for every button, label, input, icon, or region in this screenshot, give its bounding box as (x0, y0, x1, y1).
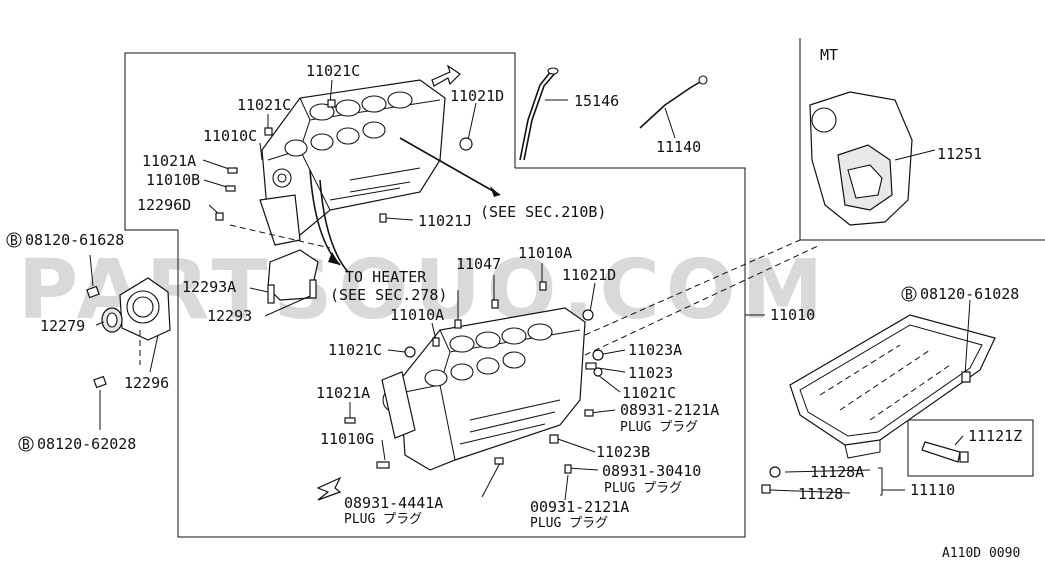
label-12293A: 12293A (182, 278, 236, 296)
drawing-code: A110D 0090 (942, 546, 1020, 561)
label-11010G: 11010G (320, 430, 374, 448)
label-12296D: 12296D (137, 196, 191, 214)
label-11010A-mid: 11010A (390, 306, 444, 324)
label-11021C-low: 11021C (328, 341, 382, 359)
label-plug-3: PLUG プラグ (344, 512, 422, 527)
label-08931-2121A: 08931-2121A (620, 401, 719, 419)
label-11010B: 11010B (146, 171, 200, 189)
dipstick-parts (519, 67, 708, 161)
label-11021C-right: 11021C (622, 384, 676, 402)
b-marker-2: B (905, 288, 913, 303)
label-see-sec-210b: (SEE SEC.210B) (480, 203, 606, 221)
b-circle-marker (6, 232, 22, 248)
label-11251: 11251 (937, 145, 982, 163)
label-08120-61028: 08120-61028 (920, 285, 1019, 303)
label-11023A: 11023A (628, 341, 682, 359)
b-marker-1: B (10, 234, 18, 249)
label-11021J: 11021J (418, 212, 472, 230)
label-mt: MT (820, 46, 838, 64)
label-11128: 11128 (798, 485, 843, 503)
mt-rear-plate (809, 91, 913, 226)
label-12293: 12293 (207, 307, 252, 325)
label-11021A-low: 11021A (316, 384, 370, 402)
label-11010: 11010 (770, 306, 815, 324)
lower-cylinder-block (381, 307, 586, 471)
rear-plate (267, 249, 319, 304)
label-11021C-top: 11021C (306, 62, 360, 80)
label-11047: 11047 (456, 255, 501, 273)
label-11110: 11110 (910, 481, 955, 499)
label-see-sec-278: (SEE SEC.278) (330, 286, 447, 304)
sealant-tube (921, 441, 969, 463)
oil-pan (789, 314, 996, 459)
label-11021A-top: 11021A (142, 152, 196, 170)
label-15146: 15146 (574, 92, 619, 110)
label-11021D-mid: 11021D (562, 266, 616, 284)
label-08120-61628: 08120-61628 (25, 231, 124, 249)
label-11128A: 11128A (810, 463, 864, 481)
label-11140: 11140 (656, 138, 701, 156)
label-12279: 12279 (40, 317, 85, 335)
label-plug-2: PLUG プラグ (604, 481, 682, 496)
label-11010C: 11010C (203, 127, 257, 145)
label-11021C-mid: 11021C (237, 96, 291, 114)
label-11121Z: 11121Z (968, 427, 1022, 445)
b-marker-3: B (22, 438, 30, 453)
label-11023B: 11023B (596, 443, 650, 461)
label-08931-30410: 08931-30410 (602, 462, 701, 480)
label-plug-4: PLUG プラグ (530, 516, 608, 531)
label-11010A-top: 11010A (518, 244, 572, 262)
label-11023: 11023 (628, 364, 673, 382)
b-circle-marker (18, 436, 34, 452)
label-11021D-top: 11021D (450, 87, 504, 105)
part-labels: 11021C 11021C 11021D 15146 11140 11251 M… (6, 46, 1022, 561)
label-12296: 12296 (124, 374, 169, 392)
upper-cylinder-block (259, 64, 461, 246)
label-08120-62028: 08120-62028 (37, 435, 136, 453)
label-00931-2121A: 00931-2121A (530, 498, 629, 516)
small-fasteners (215, 99, 971, 501)
label-to-heater: TO HEATER (345, 268, 427, 286)
label-plug-1: PLUG プラグ (620, 420, 698, 435)
label-08931-4441A: 08931-4441A (344, 494, 443, 512)
b-circle-marker (901, 286, 917, 302)
rear-oil-seal-retainer (86, 277, 171, 389)
